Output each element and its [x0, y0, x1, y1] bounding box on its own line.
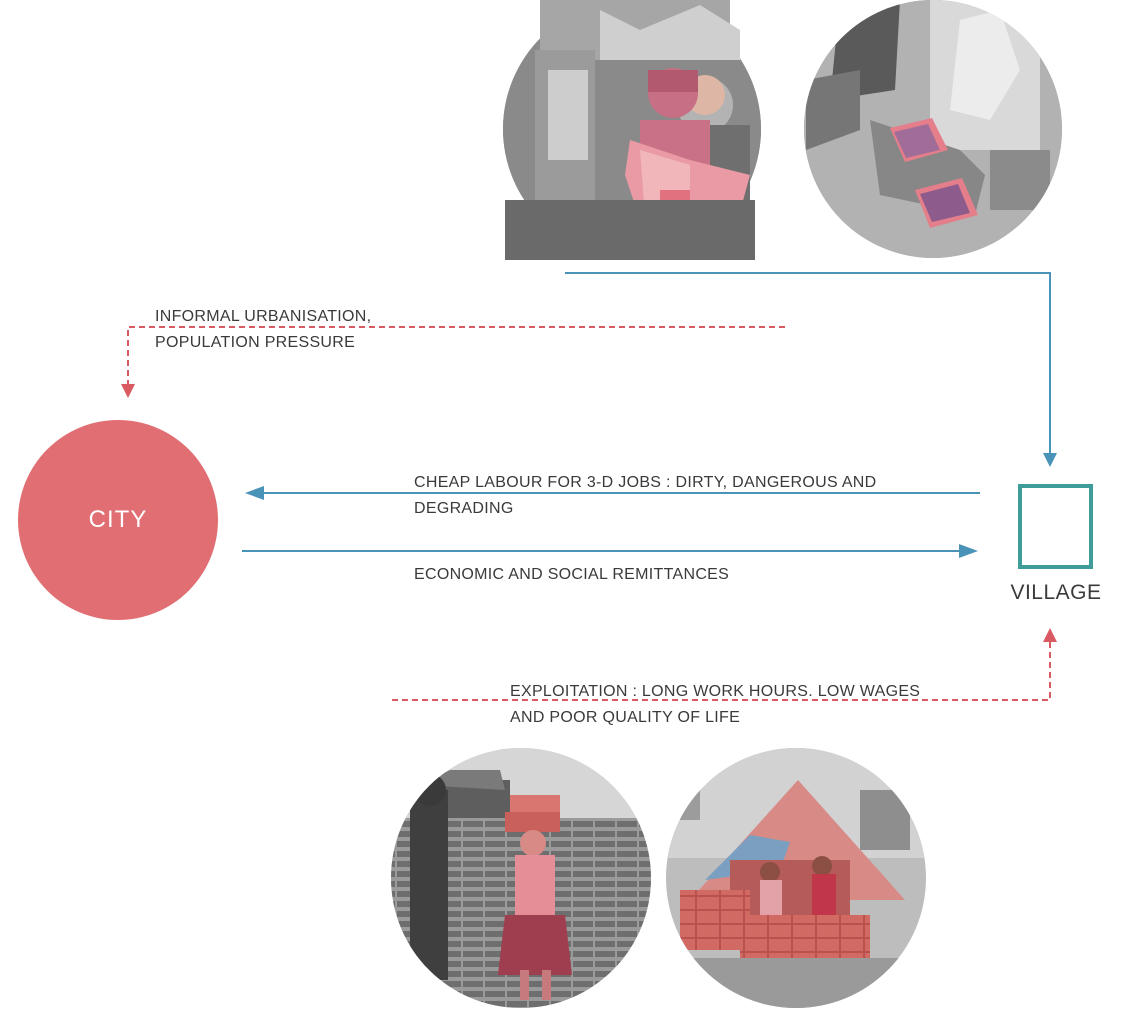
city-node — [18, 420, 218, 620]
arrow-remittances-to-village — [242, 544, 978, 558]
photo-solar-panels — [804, 0, 1062, 258]
arrow-exploitation-to-village — [392, 628, 1057, 701]
village-node — [1018, 484, 1093, 569]
photo-brick-shelter — [666, 748, 926, 1008]
remittances-label: ECONOMIC AND SOCIAL REMITTANCES — [414, 566, 730, 583]
exploitation-label-line2: AND POOR QUALITY OF LIFE — [510, 709, 741, 726]
photo-child-reading — [503, 0, 761, 260]
village-label: VILLAGE — [1010, 581, 1102, 604]
labour-label-line1: CHEAP LABOUR FOR 3-D JOBS : DIRTY, DANGE… — [414, 474, 877, 491]
photo-brick-carrier — [391, 748, 651, 1008]
labour-label-line2: DEGRADING — [414, 500, 514, 517]
exploitation-label-line1: EXPLOITATION : LONG WORK HOURS. LOW WAGE… — [510, 683, 921, 700]
arrow-photos-to-village — [565, 272, 1057, 467]
urbanisation-label-line1: INFORMAL URBANISATION, — [155, 308, 372, 325]
urbanisation-label-line2: POPULATION PRESSURE — [155, 334, 356, 351]
arrow-urbanisation-to-city — [121, 326, 785, 398]
arrow-labour-to-city — [245, 486, 980, 500]
city-label: CITY — [88, 506, 148, 533]
